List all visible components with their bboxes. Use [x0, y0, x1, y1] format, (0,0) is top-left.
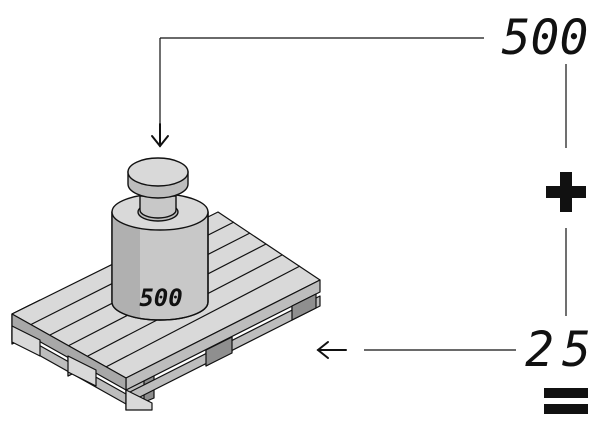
left-arrow-icon [316, 341, 347, 359]
bottom-value: 25 [525, 322, 597, 378]
weight-label: 500 [139, 284, 182, 312]
weight-icon [111, 157, 209, 321]
plus-icon [546, 172, 586, 212]
top-value: 500 [502, 10, 589, 66]
down-arrow-icon [151, 123, 169, 148]
equals-icon [544, 388, 588, 414]
